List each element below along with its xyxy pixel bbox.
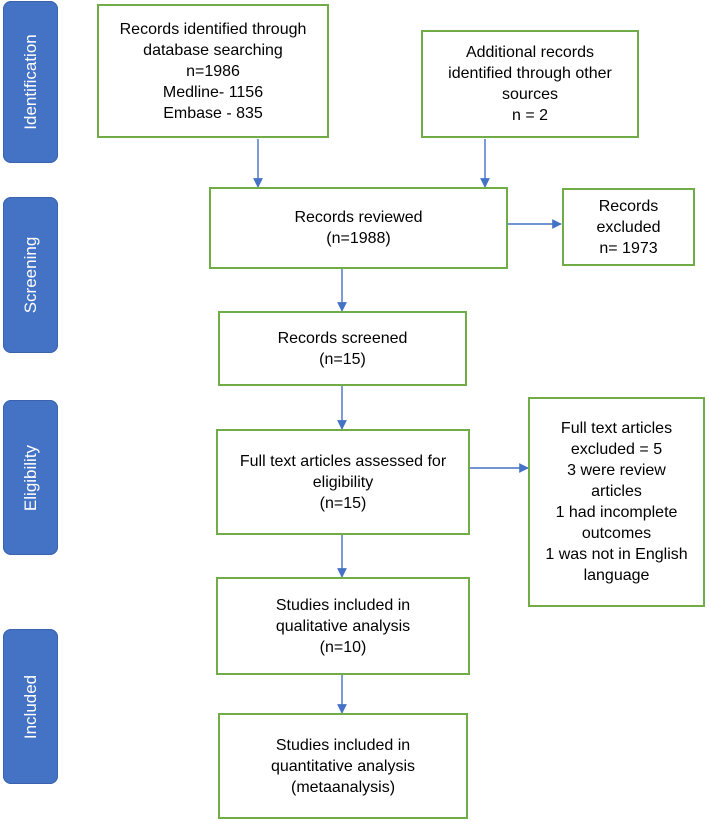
box-line: outcomes <box>581 525 652 542</box>
box-line: 1 had incomplete <box>555 504 678 521</box>
box-line: articles <box>591 483 642 500</box>
phase-screening: Screening <box>3 197 58 353</box>
box-records-excluded: Records excluded n= 1973 <box>562 188 695 266</box>
phase-included: Included <box>3 629 58 784</box>
box-line: Records <box>598 197 659 215</box>
box-line: Records reviewed <box>294 209 423 226</box>
box-line: quantitative analysis <box>270 757 416 775</box>
box-line: Records identified through <box>119 20 307 38</box>
phase-identification: Identification <box>3 1 58 163</box>
box-line: excluded <box>596 218 661 236</box>
box-line: eligibility <box>312 473 374 491</box>
phase-included-label: Included <box>20 674 40 739</box>
box-line: (n=15) <box>319 350 366 368</box>
box-line: sources <box>501 86 559 103</box>
box-line: Records screened <box>277 329 408 347</box>
phase-eligibility: Eligibility <box>3 400 58 555</box>
box-line: database searching <box>143 41 283 59</box>
box-line: Full text articles assessed for <box>239 452 447 470</box>
box-qualitative-analysis: Studies included in qualitative analysis… <box>216 577 470 675</box>
box-line: n=1986 <box>186 62 240 80</box>
box-other-sources: Additional records identified through ot… <box>421 30 639 138</box>
phase-screening-label: Screening <box>20 236 40 314</box>
box-database-records: Records identified through database sear… <box>97 4 329 138</box>
box-line: n= 1973 <box>599 239 658 257</box>
box-line: excluded = 5 <box>570 441 663 458</box>
box-quantitative-analysis: Studies included in quantitative analysi… <box>218 713 468 819</box>
box-fulltext-assessed: Full text articles assessed for eligibil… <box>216 429 470 535</box>
box-line: identified through other <box>448 65 612 82</box>
box-line: (metaanalysis) <box>290 778 396 796</box>
box-line: 3 were review <box>567 462 666 479</box>
box-line: (n=10) <box>319 638 367 656</box>
box-line: 1 was not in English <box>545 546 688 563</box>
box-records-reviewed: Records reviewed (n=1988) <box>209 187 508 269</box>
box-line: language <box>583 567 650 584</box>
box-line: n = 2 <box>511 107 549 124</box>
box-fulltext-excluded: Full text articles excluded = 5 3 were r… <box>528 397 705 607</box>
phase-identification-label: Identification <box>20 34 40 130</box>
box-line: qualitative analysis <box>275 617 411 635</box>
box-line: (n=15) <box>319 494 367 512</box>
box-line: Additional records <box>465 44 595 61</box>
box-line: Medline- 1156 <box>162 83 264 101</box>
box-line: Studies included in <box>275 596 411 614</box>
box-line: Embase - 835 <box>163 104 263 122</box>
box-records-screened: Records screened (n=15) <box>218 311 467 386</box>
box-line: Studies included in <box>275 736 411 754</box>
phase-eligibility-label: Eligibility <box>20 444 40 511</box>
box-line: Full text articles <box>560 420 673 437</box>
box-line: (n=1988) <box>326 230 391 247</box>
